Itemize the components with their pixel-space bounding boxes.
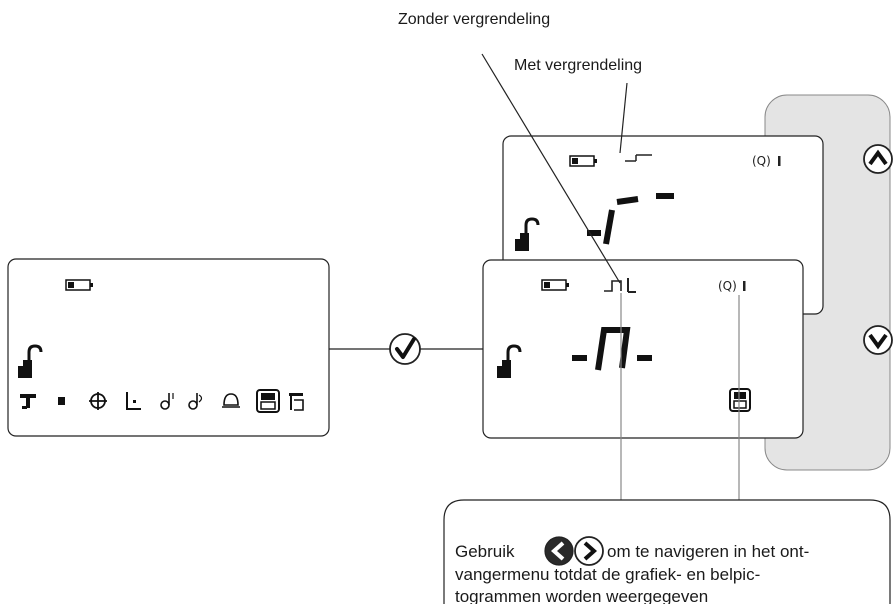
signal-icon: (Q): [718, 279, 746, 293]
sound-icon: [160, 393, 174, 410]
lcd-panel-without-lock: (Q): [482, 259, 804, 439]
left-arrow-icon[interactable]: [544, 536, 574, 566]
pulse-lock-icon: [604, 278, 636, 293]
svg-text:(Q): (Q): [752, 154, 771, 168]
callout-line2: vangermenu totdat de grafiek- en belpic-: [455, 565, 760, 584]
label-without-lock: Zonder vergrendeling: [398, 11, 550, 28]
down-arrow-icon[interactable]: [863, 325, 893, 355]
stop-icon: [58, 397, 65, 405]
battery-icon: [65, 279, 93, 291]
callout-line1-after: om te navigeren in het ont-: [607, 542, 809, 561]
menu-icon: [729, 388, 751, 412]
unlock-icon: [497, 344, 522, 378]
confirm-check-icon[interactable]: [389, 333, 421, 365]
reset-icon: [289, 393, 304, 411]
callout-box: Gebruik om te navigeren in het ont- vang…: [443, 499, 891, 604]
target-icon: [89, 392, 107, 410]
callout-line1-before: Gebruik: [455, 542, 515, 561]
unlock-icon: [515, 217, 540, 251]
svg-text:(Q): (Q): [718, 279, 737, 293]
bell-icon: [222, 393, 240, 408]
segment-display: [572, 327, 652, 371]
faucet-icon: [20, 394, 36, 409]
settings-row-icons: [20, 389, 304, 413]
label-with-lock: Met vergrendeling: [514, 57, 642, 74]
signal-icon: (Q): [752, 154, 781, 168]
lock-segment-icon: [625, 154, 652, 162]
battery-icon: [541, 279, 569, 291]
lcd-panel-main: [7, 258, 330, 437]
right-arrow-icon[interactable]: [574, 536, 604, 566]
callout-line3: togrammen worden weergegeven: [455, 587, 708, 604]
menu-icon: [256, 389, 280, 413]
unlock-icon: [18, 344, 43, 378]
leader-with-lock: [619, 82, 628, 154]
up-arrow-icon[interactable]: [863, 144, 893, 174]
leader-without-lock: [481, 53, 621, 284]
corner-icon: [126, 392, 141, 410]
battery-icon: [569, 155, 597, 167]
sound-alt-icon: [188, 393, 203, 410]
